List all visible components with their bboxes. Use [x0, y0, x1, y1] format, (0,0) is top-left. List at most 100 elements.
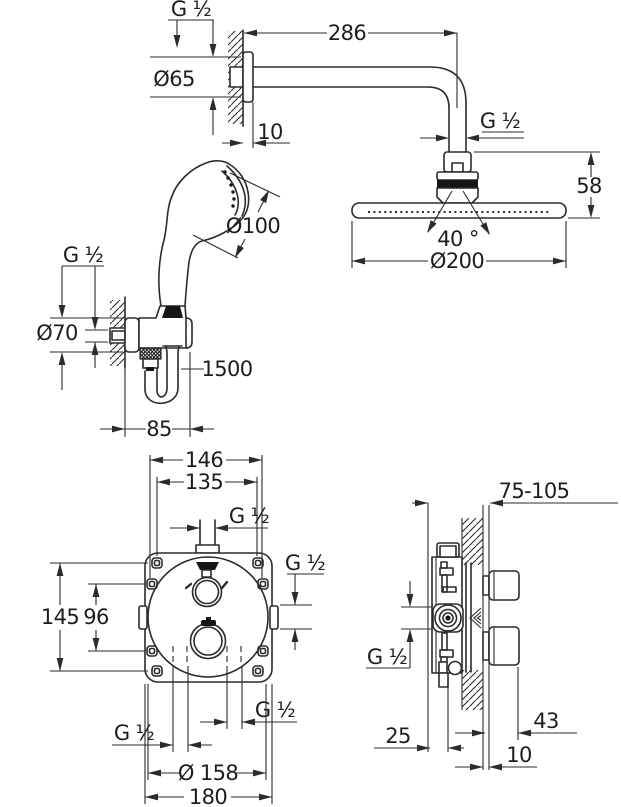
valve-upper-bracket — [439, 561, 457, 593]
dial-arrow-marks — [184, 580, 229, 590]
head-thread-label: G ¹⁄₂ — [480, 109, 520, 133]
dim-side-wall-plate: 10 — [455, 743, 537, 771]
wall-hatch-lower — [462, 670, 483, 710]
side-depth-range-label: 75-105 — [499, 479, 570, 503]
arm-offset-label: 10 — [257, 120, 283, 144]
hand-flange-label: Ø70 — [36, 321, 77, 345]
dim-hose-length: 1500 — [181, 357, 253, 381]
dim-front-thread-bottom-right: G ¹⁄₂ — [200, 666, 297, 729]
volume-dial — [189, 617, 227, 660]
hand-shower-face-dots — [223, 170, 236, 208]
valve-tab-right — [269, 605, 279, 630]
hose-length-label: 1500 — [201, 357, 252, 381]
valve-top-pipe — [199, 519, 216, 546]
side-port-center — [445, 615, 451, 621]
wall-hatch-upper — [462, 518, 483, 565]
side-front-depth-label: 25 — [385, 724, 411, 748]
dim-side-handle-depth: 43 — [455, 667, 577, 740]
arm-length-label: 286 — [328, 21, 367, 45]
valve-tab-left — [138, 605, 148, 630]
side-wall-plate-label: 10 — [506, 743, 532, 767]
hose-collar-mark — [146, 367, 154, 371]
dim-side-thread: G ¹⁄₂ — [366, 581, 432, 669]
hand-thread-label: G ¹⁄₂ — [63, 243, 103, 267]
handle-knob-lower — [482, 626, 520, 666]
side-handle-depth-label: 43 — [533, 709, 559, 733]
hand-projection-label: 85 — [146, 417, 172, 441]
head-seal-band — [437, 180, 478, 188]
hose-nut-knurled — [139, 347, 162, 360]
dial-cap — [196, 562, 219, 570]
head-collar-top — [436, 171, 479, 181]
dim-hand-projection: 85 — [100, 352, 214, 441]
dim-head-thread: G ¹⁄₂ — [420, 109, 524, 142]
dim-side-depth-range: 75-105 — [412, 479, 618, 752]
front-rosette-label: Ø 158 — [178, 761, 238, 785]
hose-collar — [142, 358, 159, 369]
hand-escutcheon — [124, 317, 140, 353]
front-height-inner-label: 96 — [83, 605, 109, 629]
side-thread-label: G ¹⁄₂ — [367, 645, 407, 669]
dim-head-diameter: Ø200 — [351, 221, 567, 273]
hand-pipe-stub-inner — [111, 330, 126, 341]
dim-front-height-outer: 145 — [41, 562, 148, 672]
head-height-label: 58 — [576, 174, 602, 198]
dim-arm-offset: 10 — [222, 102, 290, 148]
valve-bottom-box — [438, 661, 448, 674]
dim-head-height: 58 — [474, 151, 602, 219]
dim-hand-flange: Ø70 — [36, 266, 123, 390]
valve-top-collar — [195, 544, 220, 554]
valve-body-top-inner — [439, 545, 457, 558]
shower-arm-view: G ¹⁄₂ Ø65 286 10 — [150, 0, 467, 153]
head-shower-view: G ¹⁄₂ 58 40 ° Ø200 — [351, 109, 602, 273]
head-connector-notch — [451, 162, 464, 173]
dim-front-thread-right: G ¹⁄₂ — [280, 551, 326, 650]
dim-front-plate: 180 — [144, 684, 273, 807]
dim-arm-thread: G ¹⁄₂ — [168, 0, 214, 48]
front-thread-right-label: G ¹⁄₂ — [285, 551, 325, 575]
front-thread-br-label: G ¹⁄₂ — [255, 698, 295, 722]
front-width-outer-label: 146 — [185, 448, 224, 472]
dim-head-angle: 40 ° — [424, 190, 493, 251]
head-shower-disc — [351, 202, 567, 219]
front-height-outer-label: 145 — [41, 605, 79, 629]
dim-hand-thread: G ¹⁄₂ — [62, 243, 108, 368]
shower-arm-outer — [252, 66, 467, 153]
arm-escutcheon — [242, 51, 254, 103]
valve-bottom-port — [447, 660, 463, 676]
handle-knob-upper — [482, 570, 520, 601]
dim-side-front-depth: 25 — [374, 678, 464, 752]
hose-drop-right — [162, 345, 183, 389]
hand-diameter-label: Ø100 — [226, 214, 280, 238]
mounting-holes — [146, 557, 269, 677]
temperature-dial — [184, 562, 229, 608]
hose-drop-left — [144, 367, 158, 391]
dim-arm-flange: Ø65 — [150, 44, 241, 135]
dim-arm-length: 286 — [244, 21, 458, 108]
arm-flange-label: Ø65 — [153, 67, 194, 91]
handle-cone — [162, 306, 183, 318]
front-thread-top-label: G ¹⁄₂ — [229, 504, 269, 528]
head-angle-label: 40 ° — [437, 227, 479, 251]
front-width-inner-label: 135 — [185, 470, 223, 494]
dim-hand-diameter: Ø100 — [192, 172, 281, 260]
mixer-side-view: 75-105 G ¹⁄₂ 25 43 10 — [366, 479, 618, 771]
hand-shower-outline — [158, 160, 250, 307]
head-diameter-label: Ø200 — [430, 249, 484, 273]
shower-arm-inner — [252, 86, 450, 153]
hose-loop — [144, 387, 179, 405]
arm-pipe-stub — [229, 66, 244, 88]
dim-front-thread-top: G ¹⁄₂ — [170, 504, 270, 532]
head-collar-bottom — [436, 187, 479, 204]
hand-shower-view: Ø100 G ¹⁄₂ Ø70 1500 85 — [36, 160, 281, 441]
front-plate-label: 180 — [189, 785, 227, 807]
dim-front-width-inner: 135 — [156, 470, 258, 556]
dial-stem — [201, 569, 212, 578]
dim-front-width-outer: 146 — [149, 448, 263, 578]
dim-front-height-inner: 96 — [83, 583, 145, 652]
dim-front-rosette: Ø 158 — [147, 684, 267, 785]
valve-bottom-stub — [438, 672, 449, 688]
seal-chevrons — [469, 607, 482, 629]
